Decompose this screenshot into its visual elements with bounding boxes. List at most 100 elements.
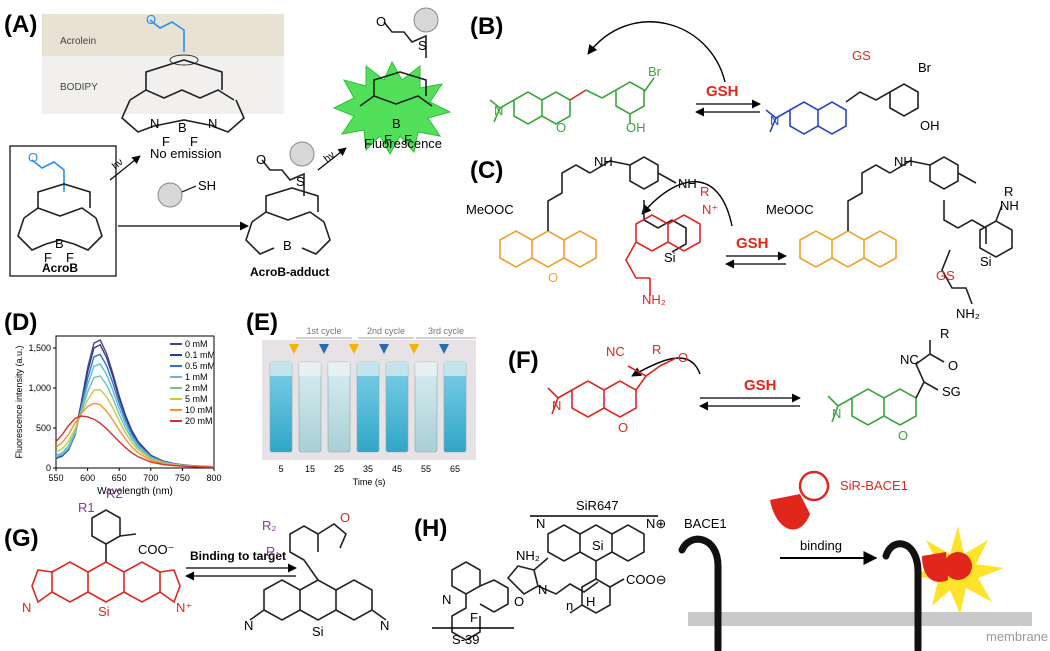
c-gs: GS bbox=[936, 268, 955, 283]
panel-g: (G) R1 R2 COO⁻ Si N N⁺ Binding to target… bbox=[4, 486, 389, 639]
acrob-oxygen: O bbox=[28, 150, 38, 165]
h-n-left: N bbox=[536, 516, 545, 531]
g-open-pendant bbox=[91, 509, 137, 562]
cycle-marker bbox=[349, 344, 359, 354]
c-red-sirhodamine bbox=[625, 214, 701, 296]
time-tick-label: 25 bbox=[334, 464, 344, 474]
fluor-sulfur: S bbox=[418, 38, 427, 53]
y-axis-label: Fluorescence intensity (a.u.) bbox=[14, 345, 24, 458]
g-r2: R2 bbox=[106, 486, 123, 501]
adduct-label: AcroB-adduct bbox=[250, 265, 329, 279]
c-attack-arrow bbox=[641, 180, 733, 227]
acrolein-layer-label: Acrolein bbox=[60, 36, 96, 47]
h-n-ring: N bbox=[538, 582, 547, 597]
bace1-receptor-right bbox=[882, 540, 922, 651]
g-binding-label: Binding to target bbox=[190, 549, 286, 563]
f-coumarin-green bbox=[827, 388, 917, 426]
inset-oxygen: O bbox=[146, 12, 156, 27]
cycle-marker bbox=[379, 344, 389, 354]
legend-entry: 1 mM bbox=[185, 372, 208, 382]
panel-label-a: (A) bbox=[4, 11, 37, 38]
h-coo: COO⊖ bbox=[626, 572, 667, 587]
adduct-boron: B bbox=[283, 238, 292, 253]
thiol-label: SH bbox=[198, 178, 216, 193]
legend-entry: 2 mM bbox=[185, 383, 208, 393]
legend-entry: 10 mM bbox=[185, 405, 213, 415]
f-n-green: N bbox=[832, 406, 841, 421]
panel-a: (A) Acrolein BODIPY B N N F F O No emiss… bbox=[4, 7, 452, 279]
c-si-left: Si bbox=[664, 250, 676, 265]
h-si: Si bbox=[592, 538, 604, 553]
c-o-left: O bbox=[548, 270, 558, 285]
x-tick-label: 550 bbox=[48, 473, 63, 483]
b-oh: OH bbox=[920, 118, 940, 133]
acrob-boron: B bbox=[55, 236, 64, 251]
b-n-blue: N bbox=[770, 113, 779, 128]
b-coumarin-blue bbox=[765, 101, 847, 135]
legend-entry: 0.1 mM bbox=[185, 350, 215, 360]
time-axis-label: Time (s) bbox=[353, 477, 386, 487]
x-tick-label: 800 bbox=[206, 473, 221, 483]
plot-frame bbox=[55, 335, 215, 469]
panel-label-b: (B) bbox=[470, 13, 503, 40]
g-coo: COO⁻ bbox=[138, 542, 174, 557]
inset-layers: Acrolein BODIPY bbox=[42, 14, 284, 114]
h-n-pyr: N bbox=[442, 592, 451, 607]
x-tick-label: 600 bbox=[80, 473, 95, 483]
y-tick-label: 0 bbox=[46, 463, 51, 473]
membrane-label: membrane bbox=[986, 629, 1048, 644]
vial-headspace bbox=[299, 362, 321, 376]
c-meooc-2: MeOOC bbox=[766, 202, 814, 217]
c-product-black bbox=[847, 156, 1013, 305]
c-nh-mid: NH bbox=[678, 176, 697, 191]
probe-label: SiR-BACE1 bbox=[840, 478, 908, 493]
vial-headspace bbox=[357, 362, 379, 376]
g-o-carbonyl: O bbox=[340, 510, 350, 525]
x-tick-label: 700 bbox=[143, 473, 158, 483]
c-nh-right: NH bbox=[894, 154, 913, 169]
acrob-molecule bbox=[17, 159, 103, 251]
y-tick-label: 1,000 bbox=[28, 383, 51, 393]
b-gs: GS bbox=[852, 48, 871, 63]
panel-h: (H) SiR647 N N⊕ Si COO⊖ NH₂ N O n H F N … bbox=[414, 498, 667, 647]
series-line bbox=[55, 415, 215, 468]
f-r-green: R bbox=[940, 326, 949, 341]
x-tick-label: 650 bbox=[112, 473, 127, 483]
h-s39-structure bbox=[451, 557, 599, 641]
f-sg: SG bbox=[942, 384, 961, 399]
b-coumarin-green bbox=[489, 77, 655, 125]
acrolein-layer bbox=[42, 14, 284, 56]
membrane-band bbox=[688, 612, 1032, 626]
inset-n-left: N bbox=[150, 116, 159, 131]
b-o-green: O bbox=[556, 120, 566, 135]
vial-headspace bbox=[444, 362, 466, 376]
panel-f: (F) NC R O N O GSH NC R O SG N O bbox=[508, 326, 961, 443]
f-r-red: R bbox=[652, 342, 661, 357]
adduct-oxygen: O bbox=[256, 152, 266, 167]
cycle-marker bbox=[439, 344, 449, 354]
acrob-box bbox=[9, 145, 117, 277]
c-nh2-left: NH₂ bbox=[642, 292, 666, 307]
cycle-marker bbox=[319, 344, 329, 354]
time-tick-label: 65 bbox=[450, 464, 460, 474]
panel-label-h: (H) bbox=[414, 515, 447, 542]
probe-inhibitor-head bbox=[770, 494, 810, 530]
fluor-f2: F bbox=[404, 132, 412, 147]
g-nplus: N⁺ bbox=[176, 600, 192, 615]
h-nh2: NH₂ bbox=[516, 548, 540, 563]
h-f: F bbox=[470, 610, 478, 625]
x-axis-label: Wavelength (nm) bbox=[97, 486, 173, 497]
f-nc-red: NC bbox=[606, 344, 625, 359]
inset-boron: B bbox=[178, 120, 187, 135]
bace1-label: BACE1 bbox=[684, 516, 727, 531]
g-r2b: R₂ bbox=[262, 518, 276, 533]
legend-entry: 0 mM bbox=[185, 339, 208, 349]
panel-c: (C) MeOOC NH NH O N⁺ R Si NH₂ GSH bbox=[466, 154, 1019, 321]
c-nplus: N⁺ bbox=[702, 202, 718, 217]
g-open-red bbox=[31, 561, 181, 604]
c-r-right: R bbox=[1004, 184, 1013, 199]
panel-label-f: (F) bbox=[508, 347, 539, 374]
f-o-red: O bbox=[678, 350, 688, 365]
